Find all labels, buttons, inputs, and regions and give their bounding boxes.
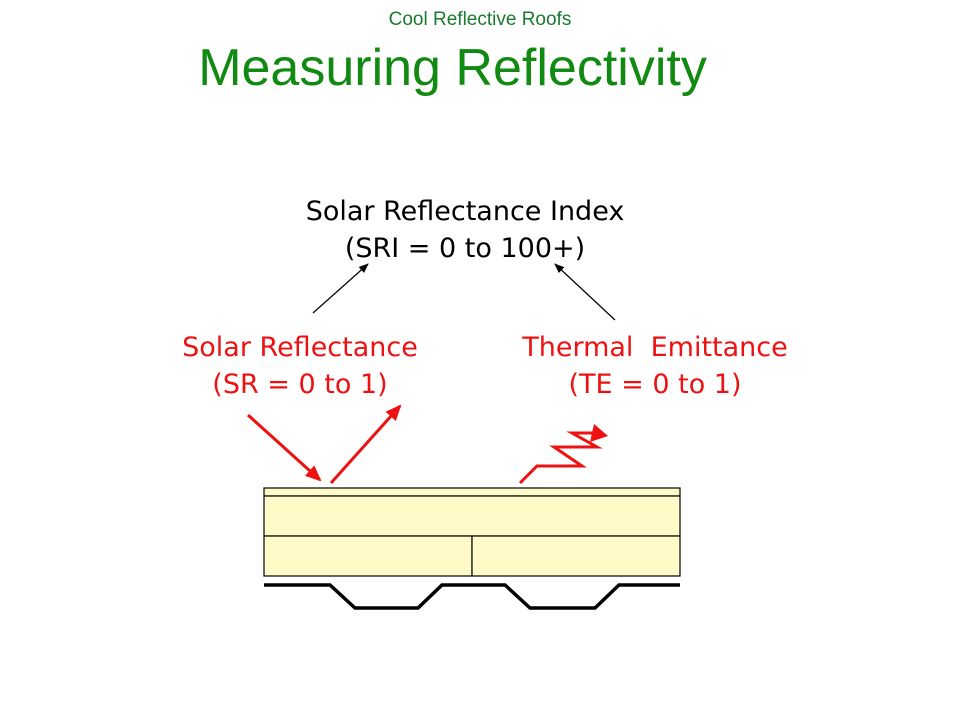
thermal-emittance-line1: Thermal Emittance: [522, 332, 788, 363]
thermal-emittance-label: Thermal Emittance (TE = 0 to 1): [485, 329, 825, 403]
solar-reflectance-label: Solar Reflectance (SR = 0 to 1): [140, 329, 460, 403]
incident-light-arrow: [246, 413, 322, 482]
roof-deck-profile: [264, 583, 680, 610]
sri-arrow-right: [554, 263, 616, 321]
slide-title: Measuring Reflectivity: [198, 39, 707, 97]
reflected-light-arrow: [329, 404, 402, 485]
sri-arrow-left: [312, 263, 369, 314]
solar-reflectance-line1: Solar Reflectance: [182, 332, 418, 363]
sri-label-line1: Solar Reflectance Index: [305, 196, 625, 227]
solar-reflectance-line2: (SR = 0 to 1): [212, 369, 388, 400]
thermal-emittance-line2: (TE = 0 to 1): [568, 369, 742, 400]
roof-middle-layer: [263, 495, 681, 537]
slide-kicker: Cool Reflective Roofs: [388, 9, 572, 30]
thermal-emission-arrowhead: [590, 424, 608, 442]
roof-top-layer: [263, 487, 681, 497]
thermal-emission-arrow: [518, 431, 603, 485]
sri-label-line2: (SRI = 0 to 100+): [344, 233, 586, 264]
sri-label: Solar Reflectance Index (SRI = 0 to 100+…: [230, 193, 700, 267]
roof-bottom-right-panel: [471, 535, 681, 577]
roof-bottom-left-panel: [263, 535, 473, 577]
